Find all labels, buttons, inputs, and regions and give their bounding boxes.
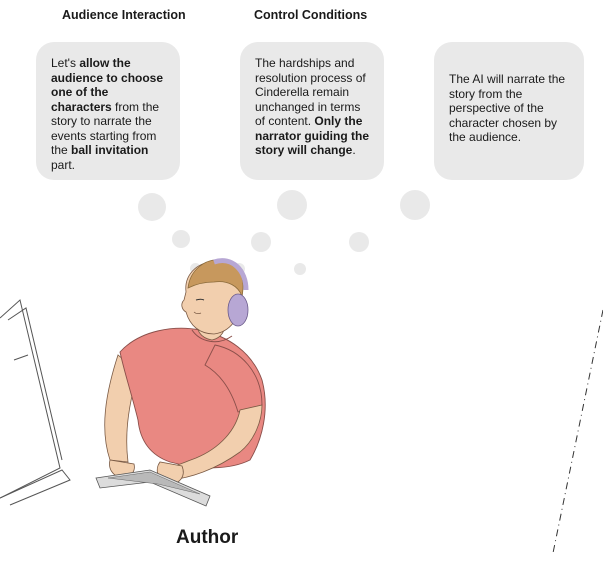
- bubble-text-segment: Let's: [51, 56, 80, 70]
- bubble-text-segment: ball invitation: [71, 143, 149, 157]
- bubble-text-segment: from the story to narrate the events sta…: [51, 99, 160, 158]
- thought-dot: [349, 232, 369, 252]
- computer-monitor-icon: [0, 299, 71, 506]
- headphones-icon: [213, 258, 249, 327]
- bubble-text-segment: Only the narrator guiding the story will…: [255, 114, 369, 157]
- bubble-text-segment: The AI will narrate the story from the p…: [449, 72, 566, 144]
- dashed-divider-line: [552, 309, 603, 554]
- bubble-text-segment: .: [352, 143, 356, 157]
- bubble-text-segment: The hardships and resolution process of …: [255, 56, 366, 128]
- thought-dot: [251, 232, 271, 252]
- author-figure: [104, 258, 266, 485]
- thought-bubble-audience-interaction: Let's allow the audience to choose one o…: [36, 42, 180, 180]
- audience-interaction-header: Audience Interaction: [62, 8, 186, 22]
- bubble-text-segment: part.: [51, 157, 76, 172]
- thought-dot: [138, 193, 166, 221]
- control-conditions-header: Control Conditions: [254, 8, 368, 22]
- thought-dot: [277, 190, 307, 220]
- thought-bubble-control-conditions: The hardships and resolution process of …: [240, 42, 384, 180]
- author-label: Author: [176, 527, 239, 548]
- bubble-text-segment: allow the audience to choose one of the …: [51, 56, 164, 114]
- thought-dot: [172, 230, 190, 248]
- thought-dot: [294, 263, 306, 275]
- thought-dot: [400, 190, 430, 220]
- keyboard-icon: [95, 469, 211, 507]
- thought-bubble-ai-narration: The AI will narrate the story from the p…: [434, 42, 584, 180]
